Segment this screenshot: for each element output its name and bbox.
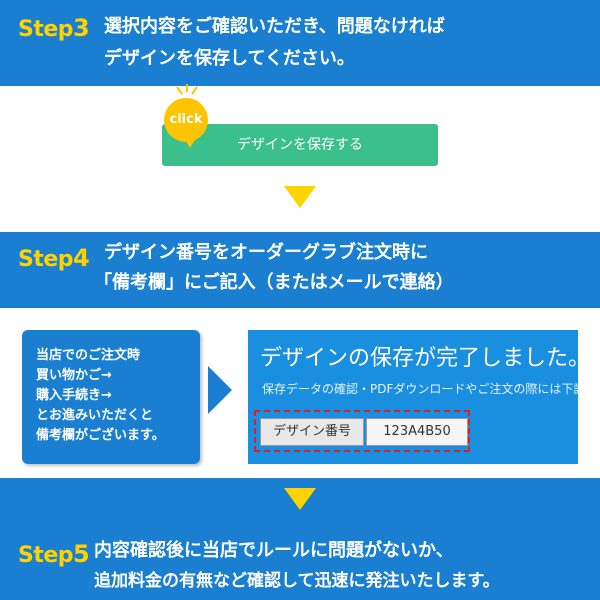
- screen-subtitle: 保存データの確認・PDFダウンロードやご注文の際には下記: [262, 382, 578, 396]
- step4-label: Step4: [18, 244, 90, 272]
- design-code-value: 123A4B50: [366, 418, 468, 446]
- instruction-box: 当店でのご注文時 買い物かご→ 購入手続き→ とお進みいただくと 備考欄がござい…: [22, 330, 200, 464]
- step5-line1: 内容確認後に当店でルールに問題がないか、: [94, 540, 454, 561]
- step5-label: Step5: [18, 540, 90, 568]
- step3-line1: 選択内容をご確認いただき、問題なければ: [104, 16, 445, 37]
- step3-line2: デザインを保存してください。: [104, 48, 355, 69]
- step5-line2: 追加料金の有無など確認して迅速に発注いたします。: [94, 571, 500, 591]
- right-arrow-icon: [208, 366, 232, 414]
- step4-line2: 「備考欄」にご記入（またはメールで連絡）: [94, 272, 454, 293]
- instruction-line: 備考欄がございます。: [36, 428, 165, 443]
- instruction-line: 購入手続き→: [36, 388, 112, 403]
- save-design-button[interactable]: デザインを保存する: [162, 124, 438, 166]
- down-arrow-icon: [284, 488, 316, 510]
- step4-line1: デザイン番号をオーダーグラブ注文時に: [104, 242, 428, 263]
- instruction-line: 当店でのご注文時: [36, 348, 141, 363]
- click-badge: click: [164, 98, 208, 148]
- instruction-line: 買い物かご→: [36, 368, 112, 383]
- click-rays-icon: [176, 84, 198, 95]
- instruction-line: とお進みいただくと: [36, 408, 154, 423]
- design-code-highlight: [254, 410, 470, 452]
- design-code-label: デザイン番号: [260, 418, 364, 446]
- screen-title: デザインの保存が完了しました。: [260, 346, 578, 371]
- step3-label: Step3: [18, 14, 90, 42]
- down-arrow-icon: [284, 186, 316, 208]
